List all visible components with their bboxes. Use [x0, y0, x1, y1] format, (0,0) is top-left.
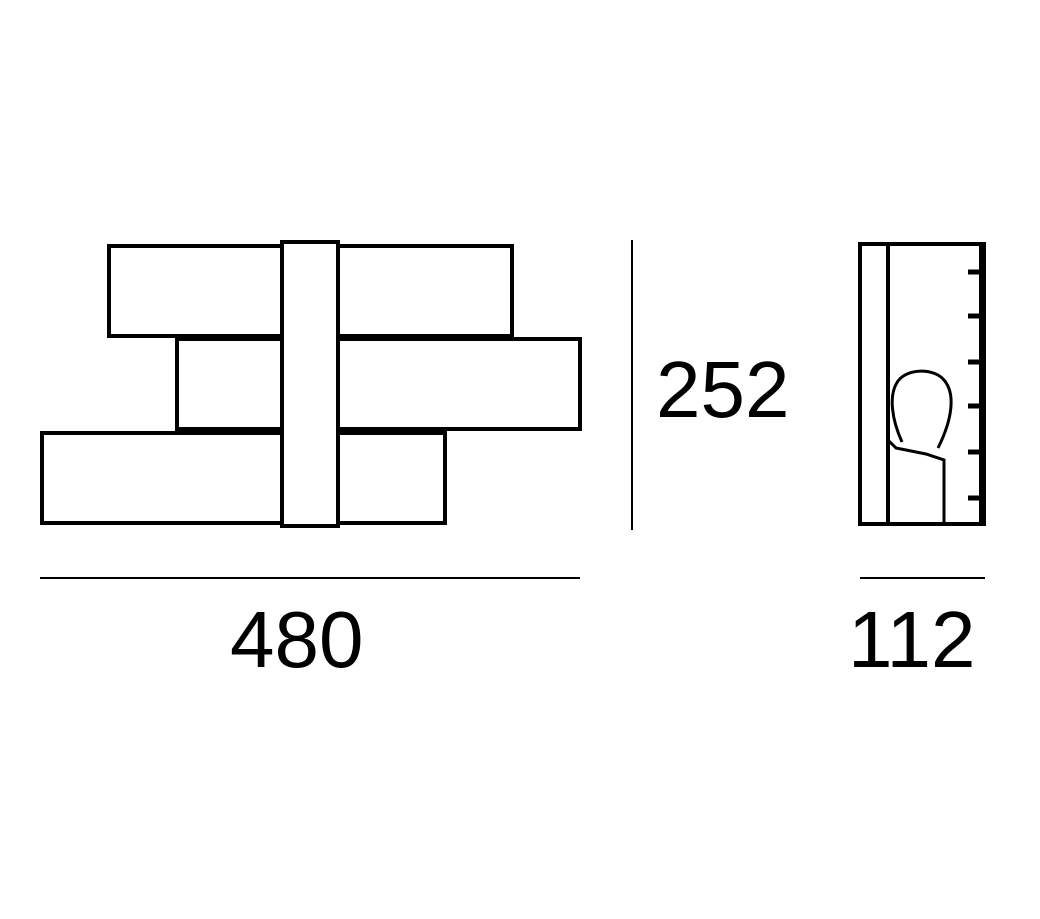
side-view [858, 242, 986, 526]
height-dimension-label: 252 [656, 345, 790, 434]
vertical-band [280, 240, 340, 528]
side-outline [858, 242, 986, 526]
lamp-socket [886, 438, 946, 522]
front-view [40, 240, 582, 528]
middle-panel [175, 337, 582, 431]
width-dimension-label: 480 [230, 595, 364, 684]
depth-dimension-label: 112 [848, 595, 976, 684]
bulb-icon [890, 369, 953, 449]
bottom-panel [40, 431, 447, 525]
mounting-ticks [968, 269, 984, 501]
